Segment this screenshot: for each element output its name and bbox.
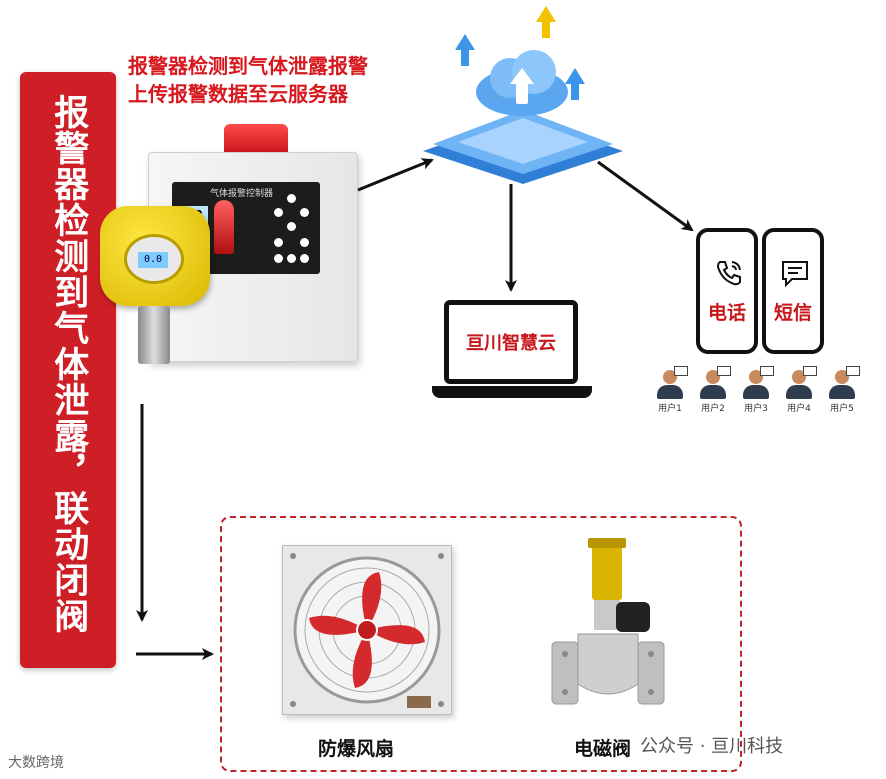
user-list: 用户1 用户2 用户3 用户4 用户5 — [652, 366, 862, 426]
sms-icon — [782, 261, 808, 288]
linked-devices-frame — [220, 516, 742, 772]
avatar — [706, 370, 720, 384]
top-caption-line1: 报警器检测到气体泄露报警 — [128, 54, 368, 78]
valve-label: 电磁阀 — [574, 738, 632, 760]
explosion-proof-fan — [282, 545, 452, 715]
upload-arrow-icon — [565, 68, 585, 84]
envelope-icon — [803, 366, 817, 376]
user-label: 用户5 — [830, 404, 854, 414]
top-caption: 报警器检测到气体泄露报警 上传报警数据至云服务器 — [128, 52, 368, 108]
alarm-lamp-icon — [214, 200, 234, 254]
envelope-icon — [846, 366, 860, 376]
gas-detector-sensor — [138, 306, 170, 364]
avatar — [792, 370, 806, 384]
user-label: 用户4 — [787, 404, 811, 414]
upload-arrow-shaft — [571, 84, 579, 100]
strobe-light-icon — [224, 124, 288, 154]
user-item: 用户5 — [824, 366, 860, 414]
avatar — [835, 370, 849, 384]
upload-arrow-shaft — [461, 50, 469, 66]
avatar — [749, 370, 763, 384]
envelope-icon — [760, 366, 774, 376]
avatar — [663, 370, 677, 384]
user-label: 用户3 — [744, 404, 768, 414]
laptop-base — [432, 386, 592, 398]
cloud-server-icon — [423, 110, 623, 184]
side-banner-text: 报警器检测到气体泄露，联动闭阀 — [48, 94, 89, 634]
controller-keypad — [270, 194, 314, 268]
upload-arrow-icon — [536, 6, 556, 22]
user-label: 用户2 — [701, 404, 725, 414]
top-caption-line2: 上传报警数据至云服务器 — [128, 82, 348, 106]
user-item: 用户2 — [695, 366, 731, 414]
laptop-label: 亘川智慧云 — [466, 333, 556, 354]
upload-arrow-shaft — [542, 22, 550, 38]
upload-arrow-icon — [455, 34, 475, 50]
gas-detector-display: 0.0 — [138, 252, 168, 268]
phone-sms: 短信 — [762, 228, 824, 354]
controller-panel-title: 气体报警控制器 — [210, 189, 274, 199]
watermark-corner: 大数跨境 — [8, 755, 64, 771]
user-item: 用户3 — [738, 366, 774, 414]
solenoid-valve-icon — [551, 538, 665, 705]
user-item: 用户1 — [652, 366, 688, 414]
phone-sms-label: 短信 — [773, 302, 812, 324]
watermark-wechat: 公众号 · 亘川科技 — [640, 736, 784, 757]
user-item: 用户4 — [781, 366, 817, 414]
envelope-icon — [717, 366, 731, 376]
fan-icon — [290, 553, 444, 708]
phone-call-label: 电话 — [707, 302, 746, 324]
fan-label: 防爆风扇 — [318, 738, 395, 760]
laptop-screen: 亘川智慧云 — [444, 300, 578, 384]
envelope-icon — [674, 366, 688, 376]
phone-call-icon — [716, 261, 741, 286]
phone-call: 电话 — [696, 228, 758, 354]
side-banner: 报警器检测到气体泄露，联动闭阀 — [20, 72, 116, 668]
user-label: 用户1 — [658, 404, 682, 414]
cloud-icon — [476, 50, 568, 116]
